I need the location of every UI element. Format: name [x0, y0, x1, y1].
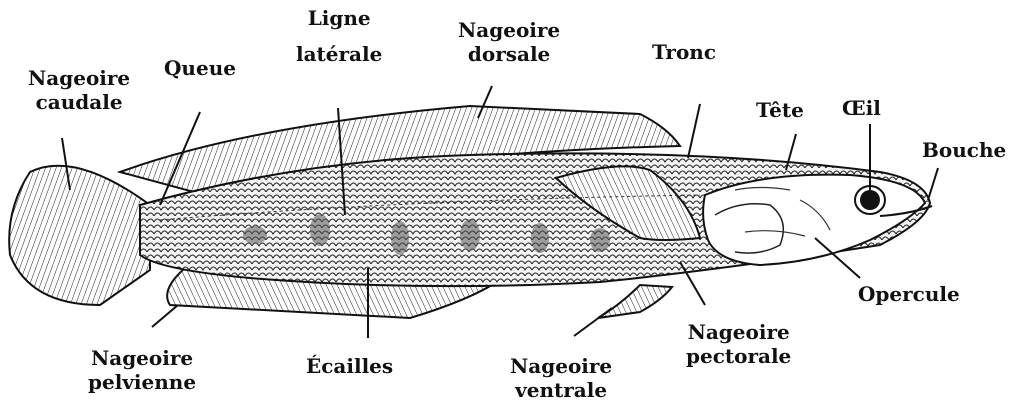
label-nageoire-caudale: Nageoire caudale	[28, 66, 130, 114]
label-nageoire-dorsale: Nageoire dorsale	[458, 18, 560, 66]
label-tete: Tête	[756, 98, 804, 122]
ventral-fin	[598, 285, 672, 318]
label-ecailles: Écailles	[306, 354, 393, 378]
label-nageoire-pectorale: Nageoire pectorale	[686, 320, 791, 368]
label-tronc: Tronc	[652, 40, 716, 64]
label-nageoire-ventrale: Nageoire ventrale	[510, 354, 612, 402]
label-queue: Queue	[164, 56, 236, 80]
head-operculum	[703, 175, 925, 265]
label-oeil: Œil	[842, 96, 881, 120]
caudal-fin	[9, 166, 150, 305]
label-ligne-laterale: Ligne latérale	[296, 6, 382, 66]
label-nageoire-pelvienne: Nageoire pelvienne	[88, 346, 196, 394]
label-opercule: Opercule	[858, 282, 960, 306]
label-bouche: Bouche	[922, 138, 1006, 162]
